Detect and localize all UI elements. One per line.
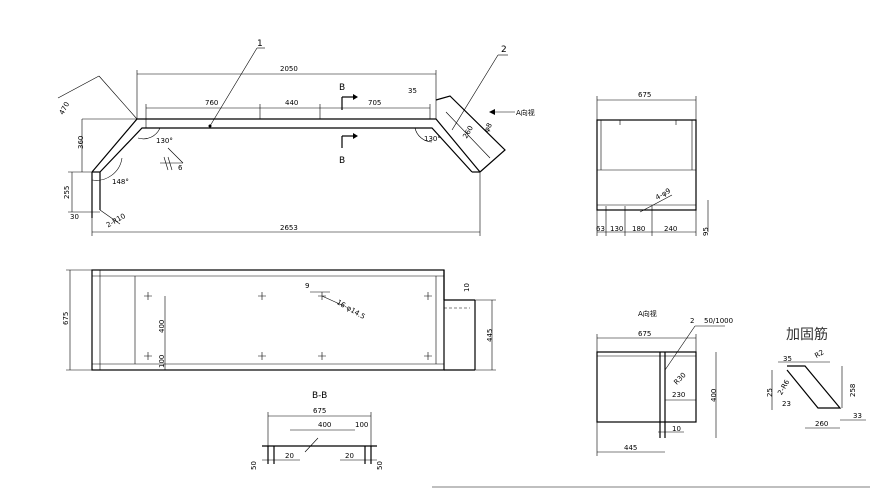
side-outline <box>596 119 697 211</box>
plan-dim-10: 10 <box>463 283 471 292</box>
plan-dim-675: 675 <box>62 312 70 325</box>
plan-holes <box>144 292 432 360</box>
a-dim-ratio: 50/1000 <box>704 317 733 325</box>
angle-130-right: 130° <box>424 135 441 143</box>
plan-outline <box>91 269 445 371</box>
bb-dim-20-left: 20 <box>285 452 294 460</box>
plan-dim-holes: 16-φ14.5 <box>335 298 366 321</box>
a-dim-675: 675 <box>638 330 651 338</box>
dim-30: 30 <box>70 213 79 221</box>
beam-right-stub <box>435 95 506 173</box>
rib-view: 加固筋 35 R2 25 2-R6 23 258 260 33 <box>766 326 866 429</box>
section-bb-title: B-B <box>312 391 327 401</box>
rib-dim-25: 25 <box>766 388 774 397</box>
dim-470: 470 <box>58 101 71 117</box>
dim-440: 440 <box>285 99 298 107</box>
side-dim-63: 63 <box>596 225 605 233</box>
rib-dim-35: 35 <box>783 355 792 363</box>
side-dim-180: 180 <box>632 225 645 233</box>
dim-260: 260 <box>461 124 475 140</box>
dim-255: 255 <box>63 186 71 199</box>
rib-dim-33: 33 <box>853 412 862 420</box>
side-dim-675: 675 <box>638 91 651 99</box>
bb-dim-100: 100 <box>355 421 368 429</box>
plan-dim-400: 400 <box>158 320 166 333</box>
part-label-1: 1 <box>257 39 263 49</box>
side-dim-240: 240 <box>664 225 677 233</box>
bb-dim-400: 400 <box>318 421 331 429</box>
bb-dim-20-right: 20 <box>345 452 354 460</box>
angle-148: 148° <box>112 178 129 186</box>
plan-view: 675 400 100 9 16-φ14.5 10 445 <box>62 269 496 371</box>
section-bb-view: B-B 675 400 100 20 20 50 50 <box>250 391 384 470</box>
rib-dim-r2: R2 <box>813 348 825 360</box>
rib-outline <box>786 365 842 409</box>
dim-2050: 2050 <box>280 65 298 73</box>
dim-2653: 2653 <box>280 224 298 232</box>
a-dim-r30: R30 <box>672 371 687 386</box>
plan-dim-9: 9 <box>305 282 309 290</box>
dim-360: 360 <box>77 136 85 149</box>
bb-dim-675: 675 <box>313 407 326 415</box>
rib-dim-23: 23 <box>782 400 791 408</box>
weld-size-6: 6 <box>178 164 183 172</box>
rib-dim-260: 260 <box>815 420 828 428</box>
dim-705: 705 <box>368 99 381 107</box>
plan-dim-100: 100 <box>158 355 166 368</box>
a-dim-445: 445 <box>624 444 637 452</box>
plan-dim-445: 445 <box>486 329 494 342</box>
front-view: 2050 760 440 705 35 1 2 B B A向视 <box>57 39 535 236</box>
section-b-bottom: B <box>339 156 345 166</box>
side-dim-95: 95 <box>702 227 710 236</box>
view-a: A向视 675 2 50/1000 R30 230 400 10 445 <box>596 309 733 456</box>
rib-dim-2-r6: 2-R6 <box>776 378 791 397</box>
rib-dim-258: 258 <box>849 384 857 397</box>
a-dim-400: 400 <box>710 389 718 402</box>
section-b-top: B <box>339 83 345 93</box>
beam-outer-edge <box>91 118 481 173</box>
bb-dim-50-right: 50 <box>376 461 384 470</box>
a-dim-2: 2 <box>690 317 694 325</box>
rib-title: 加固筋 <box>786 326 828 343</box>
side-view: 675 4-φ9 63 130 180 240 95 <box>596 91 710 236</box>
a-dim-10: 10 <box>672 425 681 433</box>
view-a-arrow-label: A向视 <box>516 108 535 117</box>
beam-inner-edge <box>99 127 473 173</box>
dim-phi8: φ8 <box>483 122 494 134</box>
dim-760: 760 <box>205 99 218 107</box>
bb-dim-50-left: 50 <box>250 461 258 470</box>
dim-35: 35 <box>408 87 417 95</box>
a-dim-230: 230 <box>672 391 685 399</box>
side-dim-130: 130 <box>610 225 623 233</box>
a-view-outline <box>596 351 697 423</box>
angle-130-left: 130° <box>156 137 173 145</box>
view-a-title: A向视 <box>638 309 657 318</box>
dim-2-r10: 2-R10 <box>105 212 127 229</box>
part-label-2: 2 <box>501 45 507 55</box>
